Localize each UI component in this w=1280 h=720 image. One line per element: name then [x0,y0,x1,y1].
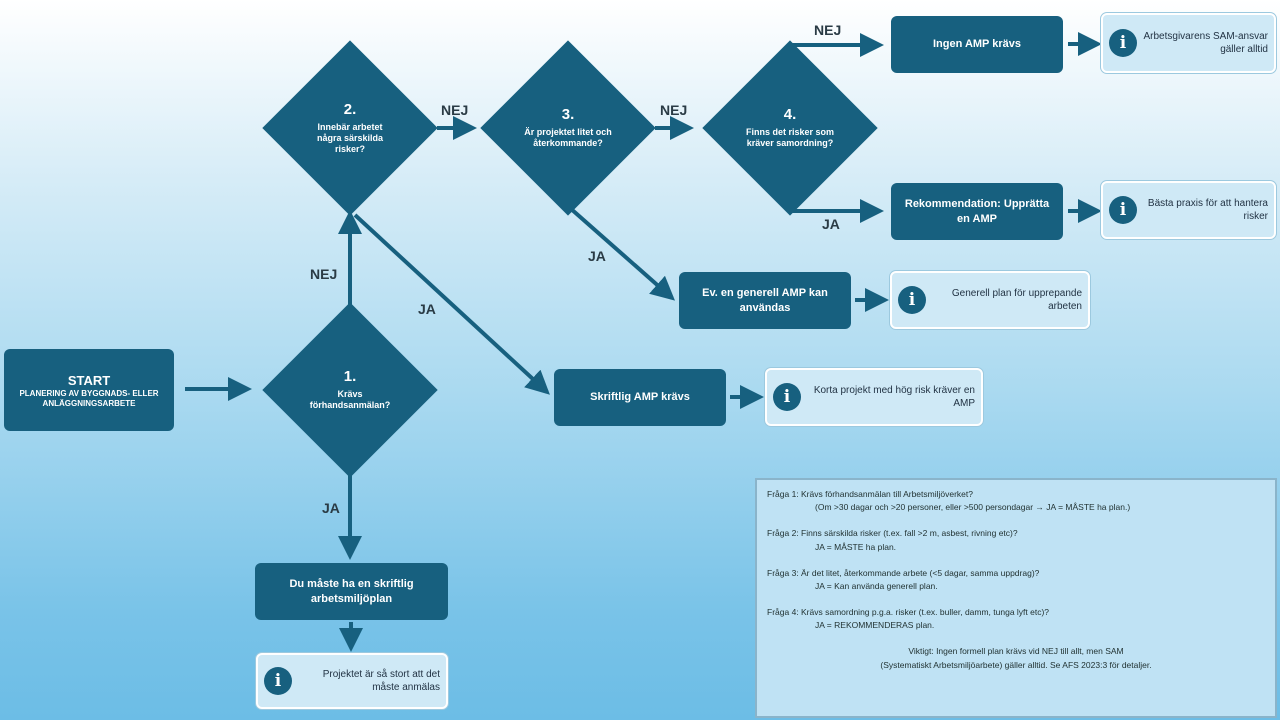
label-q3-no: NEJ [660,102,688,118]
outcome-general-amp: Ev. en generell AMP kan användas [679,272,851,329]
footer-line-1: Viktigt: Ingen formell plan krävs vid NE… [908,646,1124,657]
info-recommendation: i Bästa praxis för att hantera risker [1101,181,1276,239]
question-3-number: 3. [561,106,575,124]
note-1: Fråga 1: Krävs förhandsanmälan till Arbe… [767,488,1265,514]
outcome-general-amp-label: Ev. en generell AMP kan användas [702,286,828,314]
info-must-plan-text: Projektet är så stort att det måste anmä… [322,668,440,694]
info-recommendation-text: Bästa praxis för att hantera risker [1147,197,1268,223]
label-q4-no: NEJ [814,22,842,38]
question-2-number: 2. [343,100,357,118]
question-2-text: 2. Innebär arbetet några särskilda riske… [305,58,395,198]
info-written-amp: i Korta projekt med hög risk kräver en A… [765,368,983,426]
note-1-question: Fråga 1: Krävs förhandsanmälan till Arbe… [767,489,973,499]
note-4-answer: JA = REKOMMENDERAS plan. [815,620,935,631]
outcome-must-plan: Du måste ha en skriftlig arbetsmiljöplan [255,563,448,620]
info-no-amp: i Arbetsgivarens SAM-ansvar gäller allti… [1101,13,1276,73]
footer-line-2: (Systematiskt Arbetsmiljöarbete) gäller … [880,659,1152,670]
note-4-question: Fråga 4: Krävs samordning p.g.a. risker … [767,607,1050,618]
arrow-q3-yes [568,206,675,301]
label-q2-no: NEJ [441,102,469,118]
outcome-written-amp: Skriftlig AMP krävs [554,369,726,426]
outcome-recommendation-label: Rekommendation: Upprätta en AMP [904,197,1050,225]
info-icon: i [898,286,926,314]
note-2-answer: JA = MÅSTE ha plan. [815,541,897,552]
notes-panel: Fråga 1: Krävs förhandsanmälan till Arbe… [755,478,1277,718]
start-subtitle: PLANERING AV BYGGNADS- ELLER ANLÄGGNINGS… [19,389,159,408]
outcome-no-amp: Ingen AMP krävs [891,16,1063,73]
question-1-text: 1. Krävs förhandsanmälan? [305,320,395,460]
question-1-label: Krävs förhandsanmälan? [309,389,391,411]
arrow-q2-yes [353,213,550,395]
note-3-question: Fråga 3: Är det litet, återkommande arbe… [767,567,1040,578]
start-box: START PLANERING AV BYGGNADS- ELLER ANLÄG… [4,349,174,431]
question-3-label: Är projektet litet och återkommande? [524,127,612,149]
outcome-must-plan-label: Du måste ha en skriftlig arbetsmiljöplan [289,577,414,605]
question-4-number: 4. [783,106,797,124]
note-4: Fråga 4: Krävs samordning p.g.a. risker … [767,606,1265,632]
label-q3-yes: JA [588,248,606,264]
info-general-amp: i Generell plan för upprepande arbeten [890,271,1090,329]
info-must-plan: i Projektet är så stort att det måste an… [256,653,448,709]
question-4-text: 4. Finns det risker som kräver samordnin… [745,58,835,198]
start-title: START [67,372,111,388]
label-q4-yes: JA [822,216,840,232]
info-written-amp-text: Korta projekt med hög risk kräver en AMP [813,384,975,410]
question-4-label: Finns det risker som kräver samordning? [745,127,835,149]
label-q1-yes: JA [322,500,340,516]
info-icon: i [264,667,292,695]
outcome-recommendation: Rekommendation: Upprätta en AMP [891,183,1063,240]
outcome-no-amp-label: Ingen AMP krävs [932,38,1022,51]
question-3-text: 3. Är projektet litet och återkommande? [523,58,613,198]
question-1-number: 1. [343,368,357,386]
outcome-written-amp-label: Skriftlig AMP krävs [590,391,690,404]
info-icon: i [773,383,801,411]
label-q2-yes: JA [418,301,436,317]
question-2-label: Innebär arbetet några särskilda risker? [316,121,384,155]
label-q1-no: NEJ [310,266,338,282]
info-icon: i [1109,29,1137,57]
note-3: Fråga 3: Är det litet, återkommande arbe… [767,567,1265,593]
info-icon: i [1109,196,1137,224]
note-3-answer: JA = Kan använda generell plan. [815,580,938,591]
info-general-amp-text: Generell plan för upprepande arbeten [951,287,1082,313]
info-no-amp-text: Arbetsgivarens SAM-ansvar gäller alltid [1143,30,1269,56]
note-2-question: Fråga 2: Finns särskilda risker (t.ex. f… [767,528,1018,539]
note-1-answer: (Om >30 dagar och >20 personer, eller >5… [815,502,1131,513]
notes-footer: Viktigt: Ingen formell plan krävs vid NE… [767,645,1265,671]
note-2: Fråga 2: Finns särskilda risker (t.ex. f… [767,527,1265,553]
